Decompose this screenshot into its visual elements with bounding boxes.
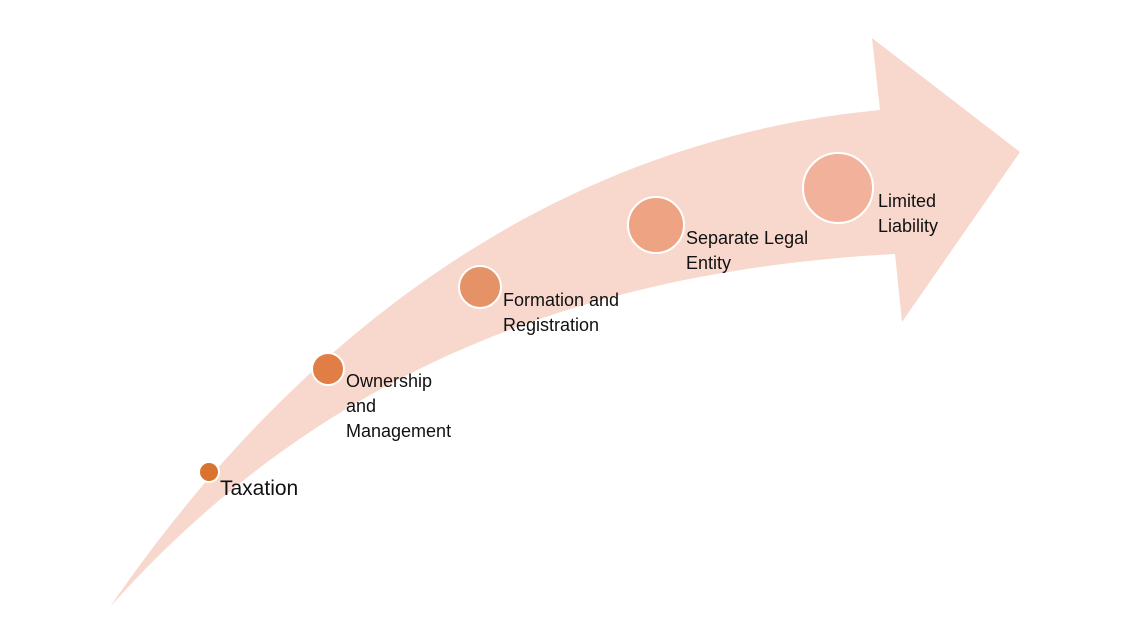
step-dot-ownership-management <box>311 352 345 386</box>
step-label-ownership-management: Ownership and Management <box>346 371 451 441</box>
step-dot-formation-registration <box>458 265 502 309</box>
step-dot-separate-legal-entity <box>627 196 685 254</box>
step-label-line: Liability <box>878 216 938 236</box>
step-dot-taxation <box>198 461 220 483</box>
step-label-line: Entity <box>686 253 731 273</box>
step-label-line: Registration <box>503 315 599 335</box>
step-label-separate-legal-entity: Separate Legal Entity <box>686 228 813 273</box>
step-label-line: Ownership <box>346 371 432 391</box>
step-label-line: and <box>346 396 376 416</box>
step-label-line: Formation and <box>503 290 619 310</box>
step-label-line: Limited <box>878 191 936 211</box>
step-label-formation-registration: Formation and Registration <box>503 290 624 335</box>
step-label-line: Management <box>346 421 451 441</box>
step-dot-limited-liability <box>802 152 874 224</box>
step-label-line: Separate Legal <box>686 228 808 248</box>
step-label-limited-liability: Limited Liability <box>878 191 941 236</box>
step-label-taxation: Taxation <box>220 477 298 500</box>
curved-arrow <box>110 38 1020 607</box>
step-label-line: Taxation <box>220 477 298 500</box>
